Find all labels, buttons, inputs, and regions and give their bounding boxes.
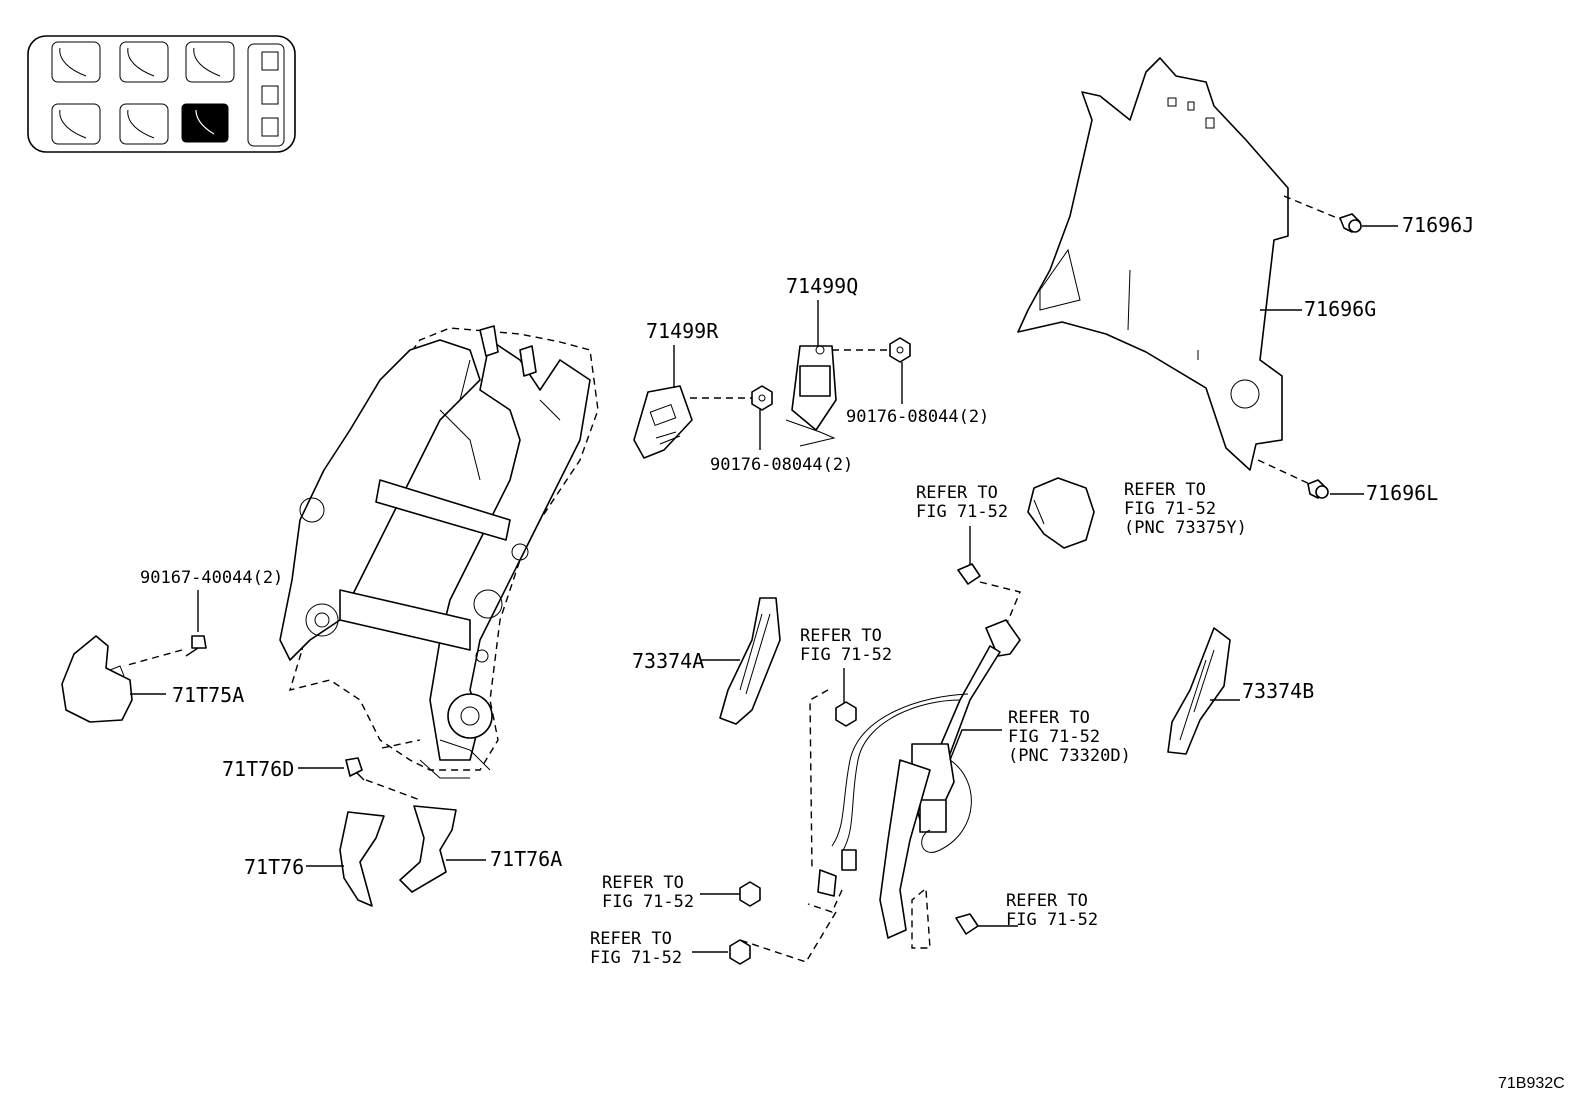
cover-71T76 xyxy=(306,811,385,907)
nut-belt-guide xyxy=(835,668,857,727)
label-71696L: 71696L xyxy=(1366,481,1438,505)
callout-refer-lower-2: REFER TO FIG 71-52 xyxy=(590,929,682,968)
refer-pnc-73320D: (PNC 73320D) xyxy=(1008,746,1131,766)
nut-90176-08044-r xyxy=(751,385,773,450)
label-71T75A: 71T75A xyxy=(172,683,244,707)
nut-belt-lower-1 xyxy=(700,881,761,907)
refer-to-text: REFER TO xyxy=(1006,891,1088,911)
refer-pnc-73375Y: (PNC 73375Y) xyxy=(1124,518,1247,538)
cover-71T76A xyxy=(399,805,486,893)
cover-73374A xyxy=(700,597,781,725)
callout-refer-anchor: REFER TO FIG 71-52 xyxy=(1006,891,1098,930)
refer-fig-text: FIG 71-52 xyxy=(590,948,682,968)
label-90167-40044: 90167-40044(2) xyxy=(140,568,283,588)
cover-71T75A xyxy=(61,635,166,723)
refer-to-text: REFER TO xyxy=(1008,708,1090,728)
screw-90167-40044 xyxy=(123,590,207,667)
refer-to-text: REFER TO xyxy=(1124,480,1206,500)
label-71499R: 71499R xyxy=(646,319,719,343)
refer-to-text: REFER TO xyxy=(590,929,672,949)
label-71T76D: 71T76D xyxy=(222,757,294,781)
bolt-belt-upper xyxy=(957,526,981,585)
label-90176-08044-q: 90176-08044(2) xyxy=(846,407,989,427)
bolt-belt-anchor xyxy=(955,913,1018,935)
clip-71696J xyxy=(1283,195,1398,233)
cover-73374B xyxy=(1167,627,1240,755)
callout-refer-upper-left: REFER TO FIG 71-52 xyxy=(916,483,1008,522)
nut-90176-08044-q xyxy=(889,337,911,404)
label-71696J: 71696J xyxy=(1402,213,1474,237)
callout-refer-guide: REFER TO FIG 71-52 xyxy=(800,626,892,665)
clip-71696L xyxy=(1257,459,1364,499)
refer-fig-text: FIG 71-52 xyxy=(800,645,892,665)
refer-to-text: REFER TO xyxy=(602,873,684,893)
refer-fig-text: FIG 71-52 xyxy=(1008,727,1100,747)
callout-refer-lower-1: REFER TO FIG 71-52 xyxy=(602,873,694,912)
nut-belt-lower-2 xyxy=(692,939,751,965)
refer-to-text: REFER TO xyxy=(916,483,998,503)
bezel-73375Y xyxy=(1027,477,1095,549)
label-71T76A: 71T76A xyxy=(490,847,562,871)
highlighted-seat xyxy=(181,103,229,143)
callout-refer-73320D: REFER TO FIG 71-52 (PNC 73320D) xyxy=(949,708,1131,766)
refer-fig-text: FIG 71-52 xyxy=(1006,910,1098,930)
refer-fig-text: FIG 71-52 xyxy=(1124,499,1216,519)
screw-71T76D xyxy=(298,757,421,801)
bracket-71499R xyxy=(633,345,754,459)
seatback-board-71696G xyxy=(1017,57,1289,471)
refer-to-text: REFER TO xyxy=(800,626,882,646)
callout-refer-73375Y: REFER TO FIG 71-52 (PNC 73375Y) xyxy=(1124,480,1247,538)
label-90176-08044-r: 90176-08044(2) xyxy=(710,455,853,475)
label-73374A: 73374A xyxy=(632,649,704,673)
label-71T76: 71T76 xyxy=(244,855,304,879)
seat-frame xyxy=(279,325,599,779)
seat-locator-thumbnail xyxy=(27,35,296,153)
refer-fig-text: FIG 71-52 xyxy=(916,502,1008,522)
label-71499Q: 71499Q xyxy=(786,274,858,298)
label-71696G: 71696G xyxy=(1304,297,1376,321)
label-73374B: 73374B xyxy=(1242,679,1314,703)
bracket-71499Q xyxy=(785,300,890,447)
refer-fig-text: FIG 71-52 xyxy=(602,892,694,912)
figure-code: 71B932C xyxy=(1498,1075,1565,1092)
seat-belt-assembly xyxy=(739,581,1021,963)
